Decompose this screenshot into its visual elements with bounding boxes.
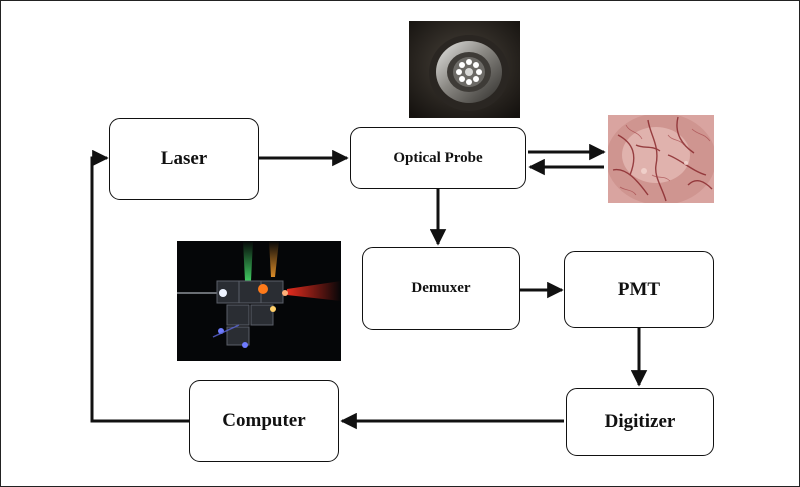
laser-box: Laser (109, 118, 259, 200)
demuxer-box: Demuxer (362, 247, 520, 330)
computer-box: Computer (189, 380, 339, 462)
optical-probe-box: Optical Probe (350, 127, 526, 189)
laser-label: Laser (160, 148, 208, 169)
brain-tissue-photo (608, 115, 714, 203)
demuxer-label: Demuxer (411, 280, 471, 296)
digitizer-label: Digitizer (604, 411, 676, 432)
optical-probe-label: Optical Probe (393, 149, 483, 166)
digitizer-box: Digitizer (566, 388, 714, 456)
pmt-label: PMT (617, 278, 661, 300)
pmt-box: PMT (564, 251, 714, 328)
optics-bench-photo (177, 241, 341, 361)
computer-label: Computer (222, 410, 306, 431)
arrow-computer-to-laser (90, 149, 190, 423)
probe-tip-photo (409, 21, 520, 118)
